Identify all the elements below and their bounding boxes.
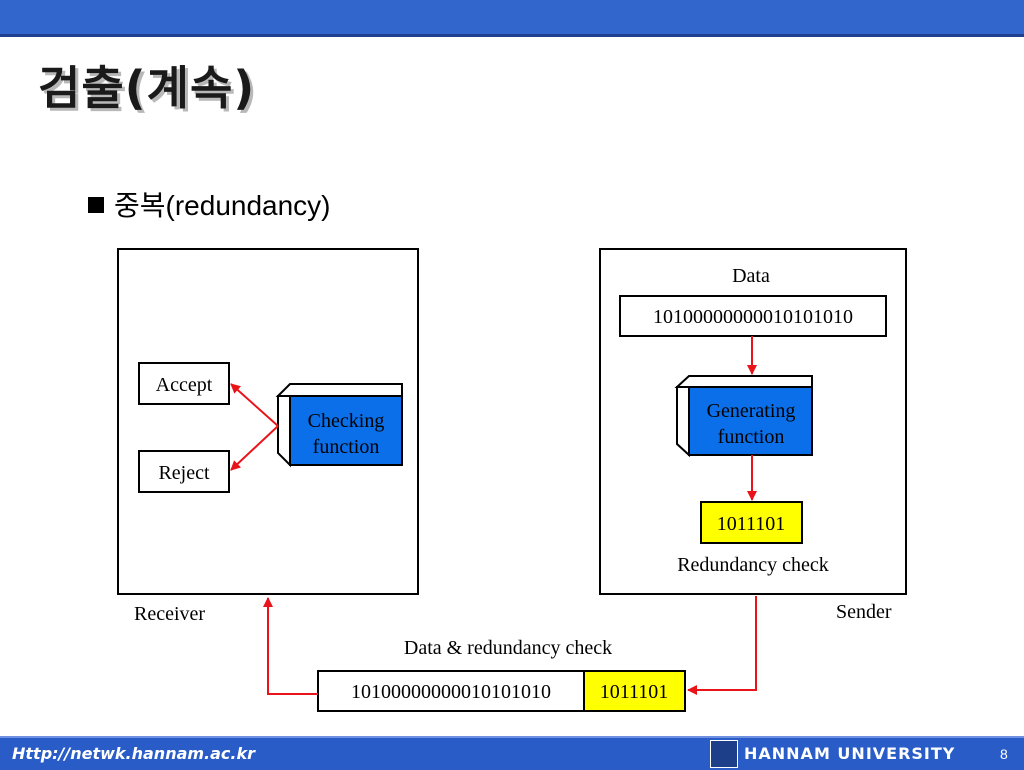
- redundancy-check-label: Redundancy check: [677, 554, 829, 576]
- transmitted-redundancy-bits: 1011101: [600, 681, 669, 703]
- accept-label: Accept: [156, 374, 213, 396]
- arrow-sender-to-channel: [687, 596, 757, 695]
- transmitted-data-bits: 10100000000010101010: [351, 681, 551, 703]
- accept-box: [138, 362, 230, 405]
- generating-function-box: Generating function: [674, 375, 813, 458]
- checking-function-line1: Checking: [308, 410, 385, 432]
- reject-box: [138, 450, 230, 493]
- footer-bar: Http://netwk.hannam.ac.kr HANNAM UNIVERS…: [0, 736, 1024, 770]
- university-logo-icon: [710, 740, 738, 768]
- reject-label: Reject: [158, 462, 210, 484]
- checking-function-line2: function: [313, 436, 380, 458]
- redundancy-bits: 1011101: [717, 513, 786, 535]
- checking-function-box: Checking function: [275, 383, 403, 468]
- transmitted-redundancy-box: [583, 670, 686, 712]
- transmitted-data-box: [317, 670, 585, 712]
- bullet-item: 중복(redundancy): [88, 184, 331, 224]
- bullet-text: 중복(redundancy): [114, 190, 331, 221]
- generating-function-line1: Generating: [707, 400, 796, 422]
- arrow-channel-to-receiver: [263, 597, 318, 695]
- arrow-to-accept: [230, 383, 279, 427]
- footer-url[interactable]: Http://netwk.hannam.ac.kr: [12, 744, 256, 763]
- data-bits: 10100000000010101010: [653, 306, 853, 328]
- page-title: 검출(계속): [38, 61, 256, 115]
- redundancy-bits-box: [700, 501, 803, 544]
- generating-function-line2: function: [718, 426, 785, 448]
- university-name: HANNAM UNIVERSITY: [744, 744, 956, 763]
- arrow-to-reject: [230, 425, 279, 471]
- data-label: Data: [732, 265, 770, 287]
- transmission-label: Data & redundancy check: [404, 637, 612, 659]
- page-number: 8: [1000, 746, 1008, 762]
- receiver-label: Receiver: [134, 603, 205, 625]
- sender-label: Sender: [836, 601, 892, 623]
- square-bullet-icon: [88, 197, 104, 213]
- top-bar: [0, 0, 1024, 37]
